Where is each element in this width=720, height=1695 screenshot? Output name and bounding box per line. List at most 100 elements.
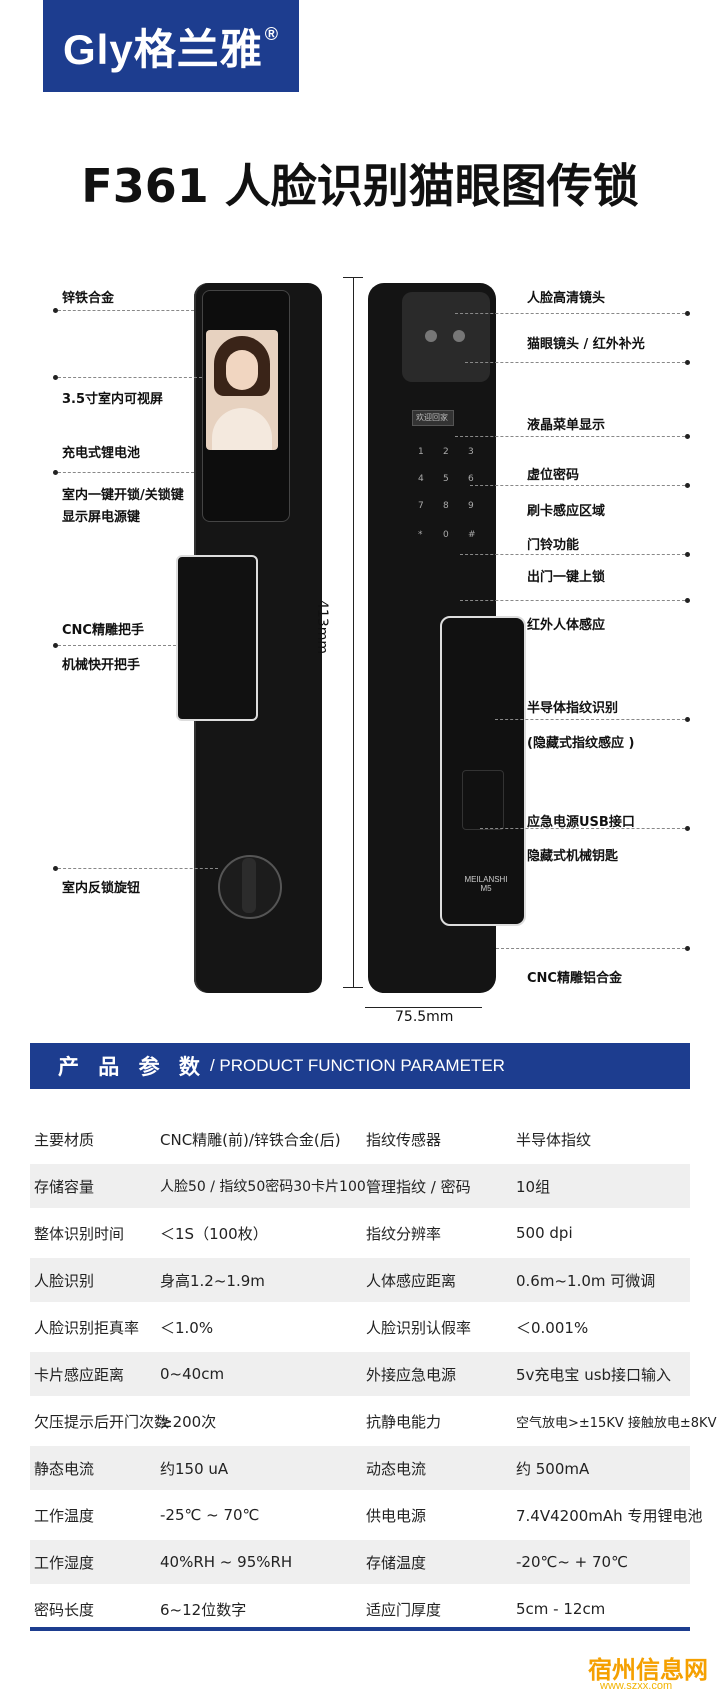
- table-row: 人脸识别拒真率＜1.0%人脸识别认假率＜0.001%: [30, 1305, 690, 1349]
- label-zinc-alloy: 锌铁合金: [62, 291, 115, 306]
- param-key: 抗静电能力: [366, 1412, 442, 1431]
- param-key: 供电电源: [366, 1506, 427, 1525]
- watermark-url: www.szxx.com: [600, 1680, 673, 1692]
- params-header-cn: 产 品 参 数: [58, 1055, 206, 1079]
- param-value: ≥200次: [160, 1412, 217, 1431]
- label-hidden-key: 隐藏式机械钥匙: [527, 849, 619, 864]
- lcd-display: 欢迎回家: [412, 410, 454, 426]
- page-title: F361 人脸识别猫眼图传锁: [81, 159, 639, 213]
- label-face-camera: 人脸高清镜头: [527, 291, 606, 306]
- callout-dot: [53, 470, 58, 475]
- width-dimension-line: [365, 1007, 482, 1008]
- keypad-key: 3: [468, 447, 474, 457]
- callout-line: [58, 310, 194, 311]
- callout-line: [455, 436, 685, 437]
- table-row: 主要材质 CNC精雕(前)/锌铁合金(后) 指纹传感器 半导体指纹: [30, 1117, 690, 1161]
- callout-dot: [685, 311, 690, 316]
- param-value: 空气放电>±15KV 接触放电±8KV: [516, 1415, 717, 1431]
- param-value: 6~12位数字: [160, 1600, 247, 1619]
- param-value: -20℃~ + 70℃: [516, 1553, 628, 1571]
- thumb-turn-bar: [242, 858, 256, 913]
- label-peephole: 猫眼镜头 / 红外补光: [527, 337, 645, 352]
- label-usb-port: 应急电源USB接口: [527, 815, 635, 830]
- label-battery: 充电式锂电池: [62, 446, 141, 461]
- label-card-area: 刷卡感应区域: [527, 504, 606, 519]
- brand-mark: ®: [264, 23, 279, 44]
- param-key: 主要材质: [34, 1130, 95, 1149]
- param-value: CNC精雕(前)/锌铁合金(后): [160, 1130, 341, 1149]
- watermark-name: 宿州信息网: [588, 1655, 708, 1684]
- label-screen-power: 显示屏电源键: [62, 510, 141, 525]
- table-row: 欠压提示后开门次数≥200次抗静电能力空气放电>±15KV 接触放电±8KV: [30, 1399, 716, 1443]
- callout-dot: [53, 866, 58, 871]
- keypad-key: 8: [443, 501, 449, 511]
- front-handle: [440, 616, 526, 926]
- callout-line: [460, 554, 685, 555]
- label-indoor-screen: 3.5寸室内可视屏: [62, 392, 164, 407]
- keypad-key: 9: [468, 501, 474, 511]
- param-value: ＜1.0%: [160, 1318, 214, 1337]
- param-key: 人脸识别拒真率: [34, 1318, 140, 1337]
- param-value: 40%RH ~ 95%RH: [160, 1553, 293, 1571]
- callout-dot: [53, 308, 58, 313]
- camera-module: [402, 292, 490, 382]
- param-value: ＜0.001%: [516, 1318, 589, 1337]
- param-value: 半导体指纹: [516, 1130, 592, 1149]
- label-cnc-handle: CNC精雕把手: [62, 623, 144, 638]
- width-dimension-label: 75.5mm: [395, 1009, 454, 1025]
- keypad-key: #: [468, 530, 476, 540]
- param-key: 指纹传感器: [366, 1130, 442, 1149]
- callout-dot: [53, 643, 58, 648]
- param-value: ＜1S（100枚）: [160, 1224, 268, 1243]
- param-value: 10组: [516, 1177, 551, 1196]
- callout-dot: [53, 375, 58, 380]
- keypad-key: 7: [418, 501, 424, 511]
- height-dimension-line: [353, 277, 354, 987]
- param-value: -25℃ ~ 70℃: [160, 1506, 260, 1524]
- label-ir-sensor: 红外人体感应: [527, 618, 606, 633]
- keypad-key: 5: [443, 474, 449, 484]
- param-value: 7.4V4200mAh 专用锂电池: [516, 1506, 703, 1525]
- callout-line: [495, 719, 685, 720]
- keypad-key: 6: [468, 474, 474, 484]
- label-virtual-password: 虚位密码: [527, 468, 580, 483]
- param-value: 0.6m~1.0m 可微调: [516, 1271, 656, 1290]
- callout-line: [58, 377, 202, 378]
- callout-dot: [685, 483, 690, 488]
- param-key: 动态电流: [366, 1459, 427, 1478]
- callout-line: [465, 362, 685, 363]
- param-key: 静态电流: [34, 1459, 95, 1478]
- param-key: 密码长度: [34, 1600, 95, 1619]
- params-header: 产 品 参 数 / PRODUCT FUNCTION PARAMETER: [30, 1043, 690, 1089]
- param-key: 人脸识别: [34, 1271, 95, 1290]
- fingerprint-sensor: [462, 770, 504, 830]
- lock-model-text: M5: [480, 884, 492, 893]
- param-key: 卡片感应距离: [34, 1365, 125, 1384]
- lock-logo: MEILANSHI M5: [462, 875, 510, 893]
- brand-name: Gly格兰雅: [63, 25, 263, 73]
- callout-dot: [685, 552, 690, 557]
- callout-dot: [685, 598, 690, 603]
- param-value: 5cm - 12cm: [516, 1600, 606, 1618]
- callout-line: [455, 313, 685, 314]
- camera-lens: [425, 330, 437, 342]
- param-key: 整体识别时间: [34, 1224, 125, 1243]
- label-mechanical-handle: 机械快开把手: [62, 658, 141, 673]
- param-key: 存储温度: [366, 1553, 427, 1572]
- brand-logo: Gly格兰雅®: [43, 0, 299, 92]
- keypad-key: 4: [418, 474, 424, 484]
- label-doorbell: 门铃功能: [527, 538, 580, 553]
- param-key: 人体感应距离: [366, 1271, 457, 1290]
- bottom-divider: [30, 1627, 690, 1631]
- param-value: 人脸50 / 指纹50密码30卡片100: [160, 1179, 366, 1195]
- keypad-key: *: [418, 530, 423, 540]
- callout-dot: [685, 360, 690, 365]
- height-dimension-label: 413mm: [314, 600, 330, 654]
- lock-logo-text: MEILANSHI: [464, 875, 508, 884]
